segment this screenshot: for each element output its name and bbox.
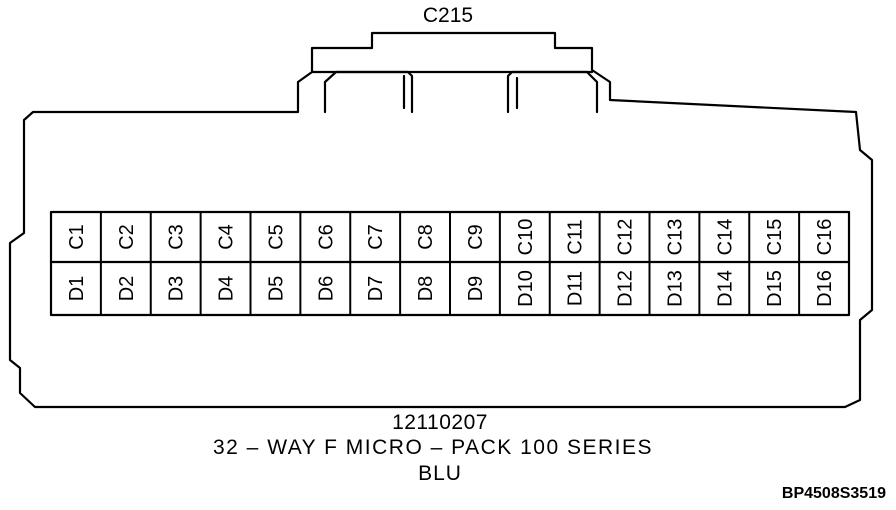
terminal-c13: C13: [664, 219, 686, 256]
left-latch: [323, 70, 414, 114]
right-latch: [506, 70, 599, 114]
terminal-d4: D4: [216, 276, 238, 302]
terminal-d7: D7: [365, 276, 387, 302]
terminal-d2: D2: [116, 276, 138, 302]
terminal-d13: D13: [664, 270, 686, 307]
terminal-c4: C4: [216, 224, 238, 250]
terminal-c10: C10: [515, 219, 537, 256]
terminal-d9: D9: [465, 276, 487, 302]
terminal-d6: D6: [315, 276, 337, 302]
terminal-c7: C7: [365, 224, 387, 250]
terminal-c15: C15: [764, 219, 786, 256]
terminal-d11: D11: [565, 271, 587, 306]
terminal-c1: C1: [66, 224, 88, 250]
terminal-d5: D5: [265, 276, 287, 302]
connector-description: 32 – WAY F MICRO – PACK 100 SERIES: [212, 436, 654, 459]
part-number: 12110207: [392, 411, 488, 434]
terminal-c14: C14: [714, 219, 736, 256]
terminal-d8: D8: [415, 276, 437, 302]
terminal-d10: D10: [515, 270, 537, 307]
terminal-c12: C12: [615, 219, 637, 256]
terminal-d14: D14: [714, 270, 736, 307]
terminal-c2: C2: [116, 224, 138, 250]
terminal-d1: D1: [66, 276, 88, 302]
terminal-c11: C11: [565, 219, 587, 254]
terminal-d16: D16: [814, 270, 836, 307]
terminal-c5: C5: [265, 224, 287, 250]
terminal-c6: C6: [315, 224, 337, 250]
terminal-c8: C8: [415, 224, 437, 250]
terminal-d3: D3: [166, 276, 188, 302]
connector-id-label: C215: [422, 4, 474, 27]
connector-body: [8, 31, 874, 409]
connector-color: BLU: [418, 462, 462, 485]
terminal-d12: D12: [615, 270, 637, 307]
terminal-c3: C3: [166, 224, 188, 250]
terminal-c16: C16: [814, 219, 836, 256]
figure-id: BP4508S3519: [781, 485, 886, 502]
terminal-d15: D15: [764, 270, 786, 307]
terminal-c9: C9: [465, 224, 487, 250]
